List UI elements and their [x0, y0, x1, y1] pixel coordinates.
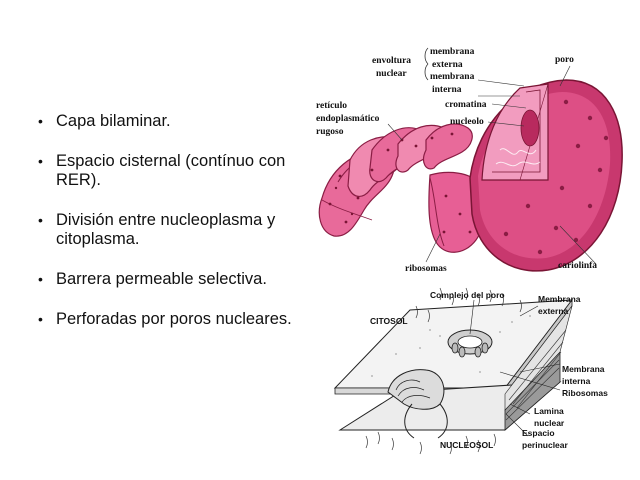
label-cariolinfa: cariolinfa	[558, 261, 597, 271]
label-lamina-1: Lamina	[534, 406, 564, 416]
bullet-list: •Capa bilaminar. •Espacio cisternal (con…	[36, 112, 306, 350]
nucleus-diagram: envoltura nuclear membrana externa membr…	[316, 47, 623, 274]
bullet-item: •Barrera permeable selectiva.	[38, 270, 267, 288]
rer-cisternae	[318, 123, 487, 253]
label-citosol: CITOSOL	[370, 316, 408, 326]
label-complejo-poro: Complejo del poro	[430, 290, 505, 300]
nucleoplasm-cut	[481, 83, 549, 181]
label-membrana-interna-1: membrana	[430, 72, 475, 82]
bottom-leader-lines	[469, 299, 561, 437]
nuclear-fibrils	[365, 431, 496, 455]
label-nucleosol: NUCLEOSOL	[440, 440, 493, 450]
label-membrana-externa-1: Membrana	[538, 294, 581, 304]
bullet-text: División entre nucleoplasma y citoplasma…	[56, 211, 276, 248]
bullet-item: •Capa bilaminar.	[38, 112, 171, 130]
label-membrana-externa-1: membrana	[430, 47, 475, 57]
label-membrana-interna-1: Membrana	[562, 364, 605, 374]
pore-complex-diagram: Complejo del poro CITOSOL NUCLEOSOL Memb…	[333, 287, 608, 455]
bullet-text: Espacio cisternal (contínuo con RER).	[56, 152, 286, 189]
label-cromatina: cromatina	[445, 100, 487, 110]
top-leader-lines	[387, 65, 597, 265]
bullet-text: Perforadas por poros nucleares.	[56, 310, 292, 328]
ribosome-dots	[328, 132, 472, 234]
membrane-stripes	[505, 329, 567, 421]
label-membrana-externa-2: externa	[538, 306, 569, 316]
label-membrana-interna-2: interna	[562, 376, 591, 386]
nucleolus	[520, 109, 540, 147]
stipple	[371, 315, 531, 377]
bullet-item: •Perforadas por poros nucleares.	[38, 310, 292, 328]
pore-side	[387, 369, 445, 410]
label-membrana-externa-2: externa	[432, 60, 463, 70]
label-nucleolo: nucleolo	[450, 117, 484, 127]
bullet-text: Barrera permeable selectiva.	[56, 270, 267, 288]
label-reticulo-1: retículo	[316, 101, 347, 111]
bullet-text: Capa bilaminar.	[56, 112, 171, 130]
label-envoltura: envoltura	[372, 56, 411, 66]
label-espacio-2: perinuclear	[522, 440, 569, 450]
cytoplasmic-fibrils	[415, 287, 522, 323]
label-membrana-interna-2: interna	[432, 85, 462, 95]
label-reticulo-3: rugoso	[316, 127, 344, 137]
label-nuclear: nuclear	[376, 69, 407, 79]
label-lamina-2: nuclear	[534, 418, 565, 428]
bullet-item: •División entre nucleoplasma y citoplasm…	[38, 211, 276, 248]
label-espacio-1: Espacio	[522, 428, 555, 438]
label-poro: poro	[555, 55, 574, 65]
label-reticulo-2: endoplasmático	[316, 114, 380, 124]
label-ribosomas: ribosomas	[405, 264, 447, 274]
nuclear-pores	[503, 99, 609, 255]
label-ribosomas-bottom: Ribosomas	[562, 388, 608, 398]
bullet-item: •Espacio cisternal (contínuo con RER).	[38, 152, 286, 189]
